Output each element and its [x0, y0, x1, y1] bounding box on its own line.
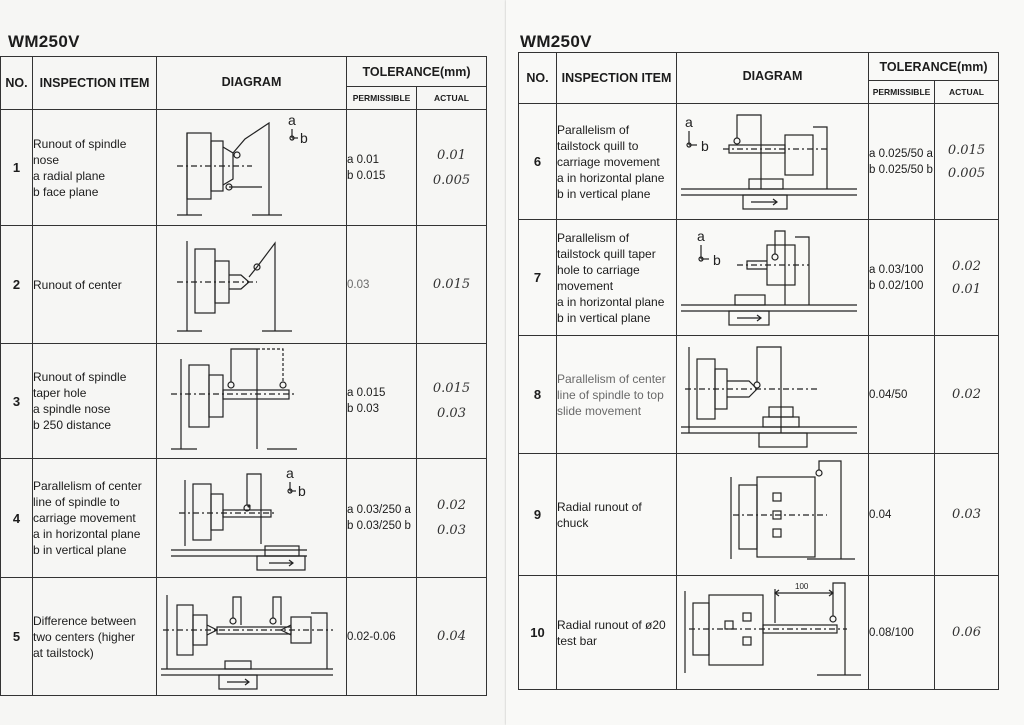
table-row: 2 Runout of center 0.03 — [0, 225, 488, 344]
row-number: 10 — [518, 575, 557, 690]
diagram-label: b — [713, 252, 721, 268]
actual-value: 0.02 — [933, 335, 1000, 454]
diagram-label: b — [298, 483, 306, 499]
header-diagram: DIAGRAM — [156, 56, 347, 110]
actual-value: 0.03 — [933, 453, 1000, 576]
row-number: 2 — [0, 225, 33, 344]
diagram-top-slide-parallelism — [676, 335, 869, 454]
header-permissible: PERMISSIBLE — [346, 86, 417, 110]
diagram-spindle-nose-runout: a b — [156, 109, 347, 226]
row-number: 7 — [518, 219, 557, 336]
permissible-value: 0.04 — [868, 453, 935, 576]
header-permissible: PERMISSIBLE — [868, 80, 935, 104]
permissible-value: 0.08/100 — [868, 575, 935, 690]
diagram-tailstock-quill: a b — [676, 103, 869, 220]
diagram-label: 100 — [795, 582, 809, 591]
row-number: 1 — [0, 109, 33, 226]
permissible-value: 0.03 — [346, 225, 417, 344]
model-title: WM250V — [8, 32, 80, 51]
actual-value: 0.015 — [415, 225, 488, 344]
row-number: 8 — [518, 335, 557, 454]
actual-value: 0.06 — [933, 575, 1000, 690]
header-no: NO. — [518, 52, 557, 104]
diagram-center-runout — [156, 225, 347, 344]
inspection-item: Runout of center — [32, 225, 157, 344]
diagram-test-bar-runout: 100 — [676, 575, 869, 690]
header-tolerance: TOLERANCE(mm) — [867, 52, 1000, 81]
right-page: WM250V NO. INSPECTION ITEM DIAGRAM TOLER… — [506, 0, 1024, 725]
diagram-label: b — [300, 130, 308, 146]
row-number: 5 — [0, 577, 33, 696]
left-page: WM250V NO. INSPECTION ITEM DIAGRAM TOLER… — [0, 0, 508, 725]
diagram-label: a — [685, 114, 693, 130]
inspection-table: NO. INSPECTION ITEM DIAGRAM TOLERANCE(mm… — [0, 56, 488, 696]
diagram-label: b — [701, 138, 709, 154]
header-diagram: DIAGRAM — [676, 52, 869, 104]
header-no: NO. — [0, 56, 33, 110]
row-number: 9 — [518, 453, 557, 576]
diagram-label: a — [286, 465, 294, 481]
diagram-label: a — [697, 228, 705, 244]
header-actual: ACTUAL — [415, 86, 488, 110]
row-number: 6 — [518, 103, 557, 220]
diagram-chuck-runout — [676, 453, 869, 576]
actual-value: 0.04 — [415, 577, 488, 696]
header-inspection-item: INSPECTION ITEM — [32, 56, 157, 110]
permissible-value: 0.02-0.06 — [346, 577, 417, 696]
diagram-two-centers — [156, 577, 347, 696]
diagram-spindle-taper-runout — [156, 343, 347, 459]
row-number: 4 — [0, 458, 33, 578]
header-actual: ACTUAL — [933, 80, 1000, 104]
model-title: WM250V — [520, 32, 592, 51]
diagram-spindle-parallelism: a b — [156, 458, 347, 578]
diagram-label: a — [288, 112, 296, 128]
permissible-value: 0.04/50 — [868, 335, 935, 454]
diagram-tailstock-taper: a b — [676, 219, 869, 336]
header-tolerance: TOLERANCE(mm) — [345, 56, 488, 87]
header-inspection-item: INSPECTION ITEM — [556, 52, 677, 104]
row-number: 3 — [0, 343, 33, 459]
inspection-table: NO. INSPECTION ITEM DIAGRAM TOLERANCE(mm… — [518, 52, 1000, 690]
